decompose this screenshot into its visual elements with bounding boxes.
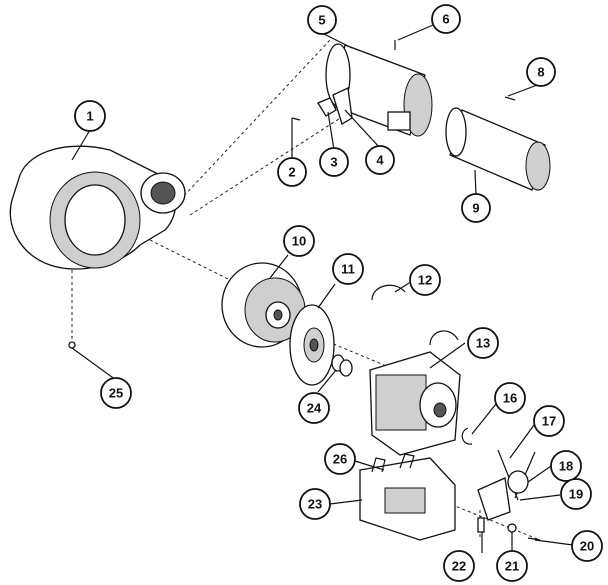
callout-23: 23 — [299, 488, 331, 520]
callout-24: 24 — [298, 392, 330, 424]
bracket-assembly — [477, 449, 536, 521]
svg-text:8: 8 — [537, 65, 544, 80]
callout-8: 8 — [526, 57, 556, 87]
callout-20: 20 — [571, 530, 603, 562]
mounting-disc — [289, 304, 335, 386]
callout-26: 26 — [324, 443, 356, 475]
callout-25: 25 — [100, 377, 132, 409]
callout-4: 4 — [365, 145, 395, 175]
small-hardware — [291, 40, 516, 125]
svg-text:19: 19 — [569, 487, 583, 502]
svg-text:23: 23 — [308, 497, 322, 512]
svg-text:25: 25 — [109, 386, 123, 401]
svg-text:6: 6 — [442, 12, 449, 27]
svg-text:26: 26 — [333, 452, 347, 467]
svg-text:10: 10 — [292, 234, 306, 249]
callout-1: 1 — [74, 100, 106, 132]
svg-text:11: 11 — [341, 262, 355, 277]
svg-text:12: 12 — [418, 273, 432, 288]
callout-5: 5 — [307, 5, 337, 35]
blower-wheel — [221, 262, 306, 348]
washers — [331, 354, 353, 377]
callout-9: 9 — [461, 193, 491, 223]
svg-text:3: 3 — [330, 155, 337, 170]
leader-lines — [71, 21, 574, 553]
callout-6: 6 — [431, 4, 461, 34]
svg-text:20: 20 — [580, 539, 594, 554]
callout-2: 2 — [277, 157, 307, 187]
callout-16: 16 — [494, 382, 526, 414]
svg-text:18: 18 — [559, 459, 573, 474]
svg-text:1: 1 — [86, 109, 93, 124]
callout-22: 22 — [443, 550, 475, 582]
motor — [369, 351, 461, 456]
svg-text:13: 13 — [476, 336, 490, 351]
motor-clips — [371, 284, 459, 346]
callout-21: 21 — [496, 550, 528, 582]
svg-text:9: 9 — [472, 201, 479, 216]
hook — [461, 427, 473, 445]
callout-10: 10 — [283, 225, 315, 257]
callout-13: 13 — [467, 327, 499, 359]
callout-18: 18 — [550, 450, 582, 482]
svg-text:4: 4 — [376, 153, 384, 168]
upper-cylinder — [325, 43, 433, 137]
lower-cylinder — [445, 107, 551, 191]
screws — [68, 341, 541, 541]
base-bracket — [359, 453, 456, 541]
svg-text:17: 17 — [542, 414, 556, 429]
callout-11: 11 — [332, 253, 364, 285]
svg-text:16: 16 — [503, 391, 517, 406]
svg-text:2: 2 — [288, 165, 295, 180]
svg-text:24: 24 — [307, 401, 322, 416]
svg-text:5: 5 — [318, 13, 325, 28]
blower-housing — [9, 145, 186, 270]
svg-text:22: 22 — [452, 559, 466, 574]
callout-17: 17 — [533, 405, 565, 437]
svg-text:21: 21 — [505, 559, 519, 574]
callout-19: 19 — [560, 478, 592, 510]
callout-3: 3 — [319, 147, 349, 177]
callout-12: 12 — [409, 264, 441, 296]
